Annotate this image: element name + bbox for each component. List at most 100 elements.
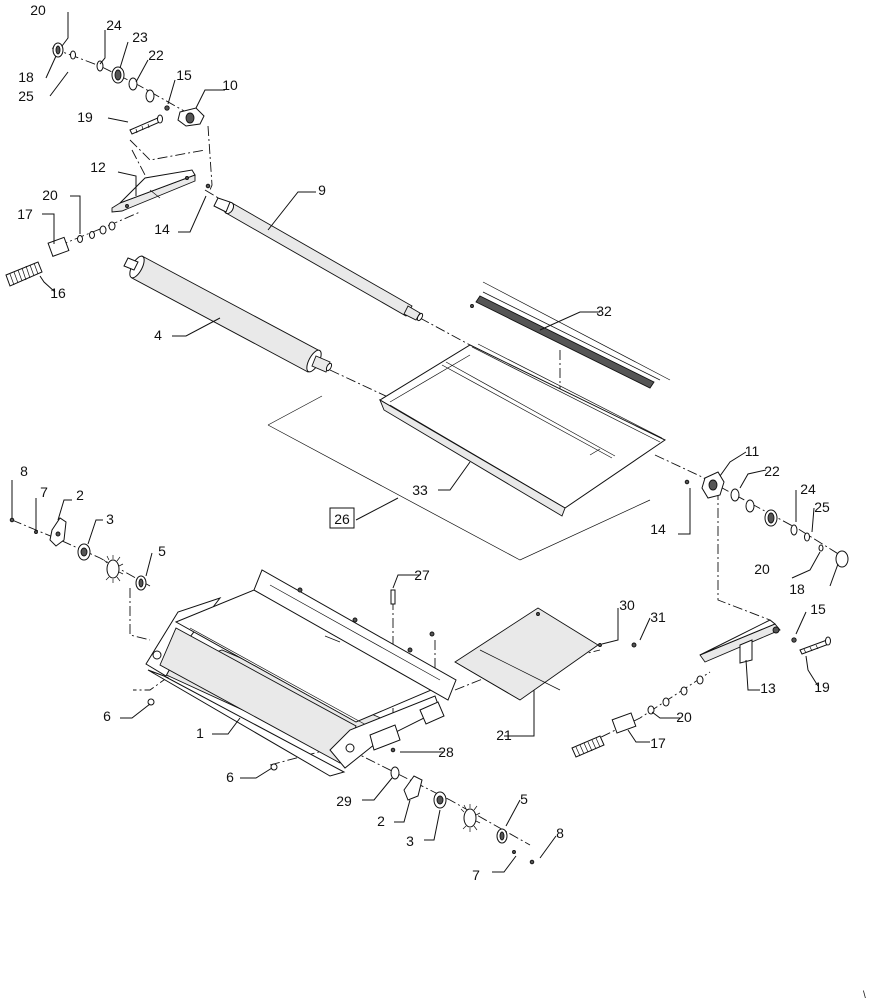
callout-label-15: 15 <box>176 67 192 83</box>
shaft-9 <box>213 197 424 322</box>
callout-label-11: 11 <box>745 443 760 459</box>
nut-15-upper <box>164 105 170 111</box>
callout-label-26: 26 <box>334 511 350 527</box>
callout-label-14: 14 <box>154 221 170 237</box>
callout-label-31: 31 <box>650 609 666 625</box>
main-frame-1 <box>145 569 457 777</box>
callout-label-24: 24 <box>800 481 816 497</box>
callout-label-33: 33 <box>412 482 428 498</box>
drive-hardware-right <box>390 766 535 865</box>
frame-fasteners <box>147 589 396 771</box>
cap-18-right <box>835 550 849 568</box>
pin-14-upper <box>205 183 211 189</box>
callout-26-box <box>329 507 355 529</box>
washer-22-upper <box>128 77 138 91</box>
corner-mark: \ <box>863 990 866 1000</box>
callout-label-20: 20 <box>754 561 770 577</box>
callout-label-18: 18 <box>789 581 805 597</box>
bearing-stack-upper-left <box>52 42 205 127</box>
callout-label-17: 17 <box>17 206 33 222</box>
callout-label-5: 5 <box>520 791 528 807</box>
callout-label-12: 12 <box>90 159 106 175</box>
callout-label-25: 25 <box>18 88 34 104</box>
callout-label-4: 4 <box>154 327 162 343</box>
callout-label-3: 3 <box>106 511 114 527</box>
callout-label-10: 10 <box>222 77 238 93</box>
callout-label-20: 20 <box>42 187 58 203</box>
sprocket-left <box>103 555 124 583</box>
nut-28 <box>390 747 396 753</box>
drive-hardware-left <box>9 517 147 591</box>
callout-label-2: 2 <box>76 487 84 503</box>
bolt-19-right <box>799 636 831 655</box>
callout-label-22: 22 <box>764 463 780 479</box>
snap-ring-24-right <box>790 524 798 536</box>
callout-label-7: 7 <box>472 867 480 883</box>
nut-15-right <box>791 637 797 643</box>
bolt-30 <box>598 643 602 647</box>
pin-7-left <box>34 530 38 534</box>
phantom-outline-26 <box>267 281 671 561</box>
callout-label-24: 24 <box>106 17 122 33</box>
callout-label-20: 20 <box>676 709 692 725</box>
bolt-6-lower <box>270 763 278 771</box>
block-17-upper <box>47 236 70 257</box>
bolt-19-upper <box>129 114 163 135</box>
callout-label-17: 17 <box>650 735 666 751</box>
callout-label-7: 7 <box>40 484 48 500</box>
washer-20-upper <box>77 235 83 243</box>
callout-label-21: 21 <box>496 727 512 743</box>
bracket-2-right <box>403 775 423 801</box>
ring-29 <box>390 766 400 780</box>
callout-label-9: 9 <box>318 182 326 198</box>
mount-plate-13 <box>699 619 797 664</box>
callout-label-13: 13 <box>760 680 776 696</box>
callout-label-18: 18 <box>18 69 34 85</box>
callout-label-8: 8 <box>20 463 28 479</box>
callout-label-32: 32 <box>596 303 612 319</box>
callout-label-3: 3 <box>406 833 414 849</box>
mount-plate-12 <box>111 169 196 213</box>
screw-8-left <box>9 517 15 523</box>
callout-label-1: 1 <box>196 725 204 741</box>
pin-7-right <box>512 850 516 854</box>
nut-31 <box>631 642 637 648</box>
bearing-stack-right <box>684 471 849 568</box>
callout-labels: 2024232215101825191292017141632411223314… <box>17 2 830 883</box>
washer-22-right <box>730 488 740 502</box>
spring-right <box>571 735 605 758</box>
spring-stack-upper-left <box>5 183 211 287</box>
roller-4 <box>123 255 333 373</box>
ring-25-upper <box>70 50 76 60</box>
screw-8-right <box>529 859 535 865</box>
deck-plate-33 <box>379 343 666 517</box>
callout-label-30: 30 <box>619 597 635 613</box>
block-17-right <box>611 712 637 734</box>
callout-label-6: 6 <box>103 708 111 724</box>
callout-label-27: 27 <box>414 567 430 583</box>
callout-label-2: 2 <box>377 813 385 829</box>
callout-label-16: 16 <box>50 285 66 301</box>
centerlines <box>11 47 841 846</box>
callout-label-6: 6 <box>226 769 234 785</box>
callout-label-5: 5 <box>158 543 166 559</box>
callout-label-23: 23 <box>132 29 148 45</box>
callout-label-15: 15 <box>810 601 826 617</box>
ring-25-right <box>804 532 810 542</box>
callout-label-14: 14 <box>650 521 666 537</box>
leader-lines <box>11 12 839 873</box>
callout-label-19: 19 <box>814 679 830 695</box>
bolt-27 <box>390 589 396 605</box>
callout-label-29: 29 <box>336 793 352 809</box>
callout-label-28: 28 <box>438 744 454 760</box>
callout-label-22: 22 <box>148 47 164 63</box>
sprocket-right <box>460 804 481 832</box>
callout-label-20: 20 <box>30 2 46 18</box>
washer-22b-upper <box>145 89 155 103</box>
pin-14-right <box>684 479 690 485</box>
callout-label-19: 19 <box>77 109 93 125</box>
callout-label-8: 8 <box>556 825 564 841</box>
cover-panel-21 <box>454 607 637 701</box>
